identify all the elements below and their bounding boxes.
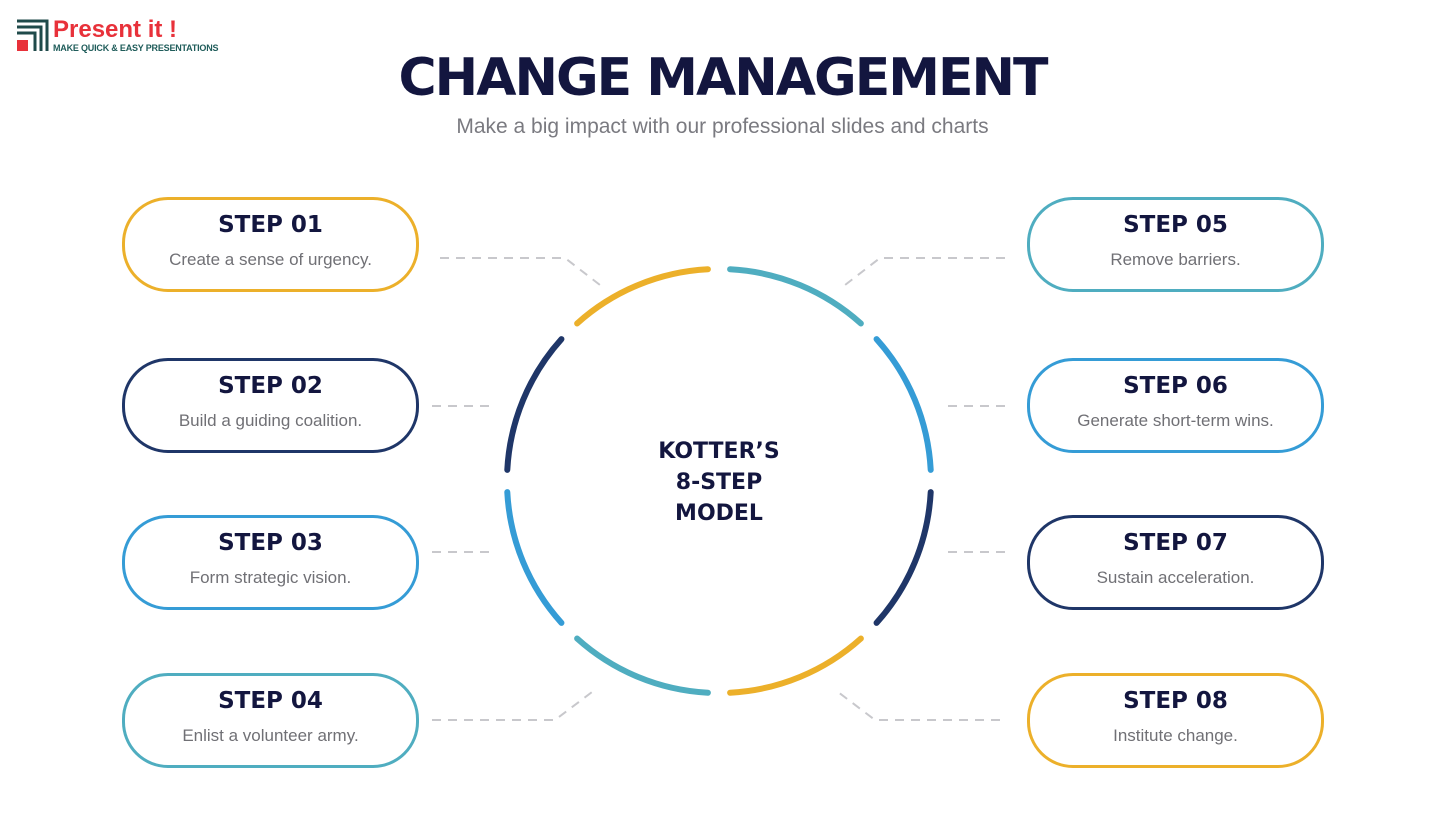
- step-description: Generate short-term wins.: [1077, 411, 1274, 430]
- ring-segment-1: [727, 266, 864, 327]
- step-label: STEP 04: [218, 688, 323, 714]
- step-label: STEP 02: [218, 373, 323, 399]
- step-description: Sustain acceleration.: [1096, 568, 1255, 587]
- step-label: STEP 05: [1123, 212, 1228, 238]
- page-title: CHANGE MANAGEMENT: [398, 48, 1049, 108]
- step-card-8: STEP 08 Institute change.: [1027, 673, 1324, 768]
- step-card-3: STEP 03 Form strategic vision.: [122, 515, 419, 610]
- connector-step-01: [440, 257, 601, 286]
- step-label: STEP 07: [1123, 530, 1228, 556]
- center-line-1: KOTTER’S: [658, 439, 780, 464]
- ring-segment-6: [504, 489, 565, 626]
- step-label: STEP 01: [218, 212, 323, 238]
- step-description: Enlist a volunteer army.: [182, 726, 359, 745]
- logo: Present it ! MAKE QUICK & EASY PRESENTAT…: [15, 16, 219, 53]
- center-line-3: MODEL: [675, 501, 763, 526]
- connector-step-04: [432, 691, 593, 721]
- logo-name: Present it !: [53, 16, 178, 43]
- step-description: Build a guiding coalition.: [178, 411, 363, 430]
- connector-step-08: [837, 691, 1000, 721]
- step-label: STEP 03: [218, 530, 323, 556]
- connector-step-05: [844, 257, 1005, 286]
- ring-segment-4: [727, 635, 864, 696]
- logo-mark-icon: [17, 19, 49, 51]
- center-line-2: 8-STEP: [675, 470, 763, 495]
- step-card-1: STEP 01 Create a sense of urgency.: [122, 197, 419, 292]
- step-card-7: STEP 07 Sustain acceleration.: [1027, 515, 1324, 610]
- ring-segment-8: [574, 266, 711, 327]
- step-card-6: STEP 06 Generate short-term wins.: [1027, 358, 1324, 453]
- step-description: Form strategic vision.: [189, 568, 352, 587]
- step-card-2: STEP 02 Build a guiding coalition.: [122, 358, 419, 453]
- step-description: Create a sense of urgency.: [169, 250, 372, 269]
- step-card-4: STEP 04 Enlist a volunteer army.: [122, 673, 419, 768]
- ring-segment-5: [574, 635, 711, 696]
- step-card-5: STEP 05 Remove barriers.: [1027, 197, 1324, 292]
- ring-segment-2: [873, 336, 934, 473]
- step-description: Institute change.: [1113, 726, 1238, 745]
- step-label: STEP 06: [1123, 373, 1228, 399]
- ring-segment-3: [873, 489, 934, 626]
- center-label: KOTTER’S 8-STEP MODEL: [619, 436, 819, 529]
- logo-tagline: MAKE QUICK & EASY PRESENTATIONS: [53, 43, 219, 53]
- step-description: Remove barriers.: [1110, 250, 1241, 269]
- page-subtitle: Make a big impact with our professional …: [456, 115, 989, 138]
- ring-segment-7: [504, 336, 565, 473]
- step-label: STEP 08: [1123, 688, 1228, 714]
